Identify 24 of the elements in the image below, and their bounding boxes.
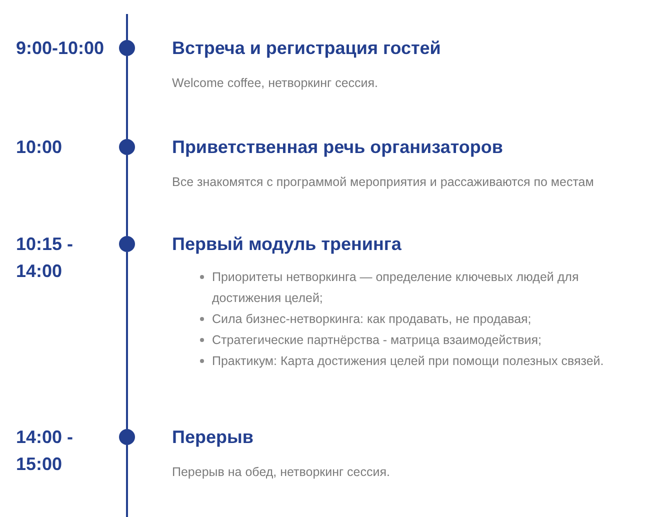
timeline-line xyxy=(126,14,128,40)
event-description: Welcome coffee, нетворкинг сессия. xyxy=(172,75,378,92)
time-label: 9:00-10:00 xyxy=(16,37,106,60)
event-description: Все знакомятся с программой мероприятия и рассаживаются по местам xyxy=(172,174,594,191)
bullet-item: Сила бизнес-нетворкинга: как продавать, не продавая; xyxy=(212,309,638,330)
timeline-dot xyxy=(119,236,135,252)
timeline-dot xyxy=(119,139,135,155)
event-description: Перерыв на обед, нетворкинг сессия. xyxy=(172,464,390,481)
timeline-line xyxy=(126,56,128,139)
timeline-line xyxy=(126,155,128,236)
bullet-item: Практикум: Карта достижения целей при помощи полезных связей. xyxy=(212,351,638,372)
time-label: 10:15 - 14:00 xyxy=(16,233,74,283)
event-title: Приветственная речь организаторов xyxy=(172,136,503,159)
timeline-dot xyxy=(119,429,135,445)
event-title: Встреча и регистрация гостей xyxy=(172,37,441,60)
time-label: 10:00 xyxy=(16,136,64,159)
event-title: Перерыв xyxy=(172,426,254,449)
timeline-line xyxy=(126,252,128,429)
bullet-item: Приоритеты нетворкинга — определение ключевых людей для достижения целей; xyxy=(212,267,638,309)
bullet-item: Стратегические партнёрства - матрица взаимодействия; xyxy=(212,330,638,351)
timeline-line xyxy=(126,445,128,517)
time-label: 14:00 - 15:00 xyxy=(16,426,74,476)
event-title: Первый модуль тренинга xyxy=(172,233,402,256)
timeline-dot xyxy=(119,40,135,56)
